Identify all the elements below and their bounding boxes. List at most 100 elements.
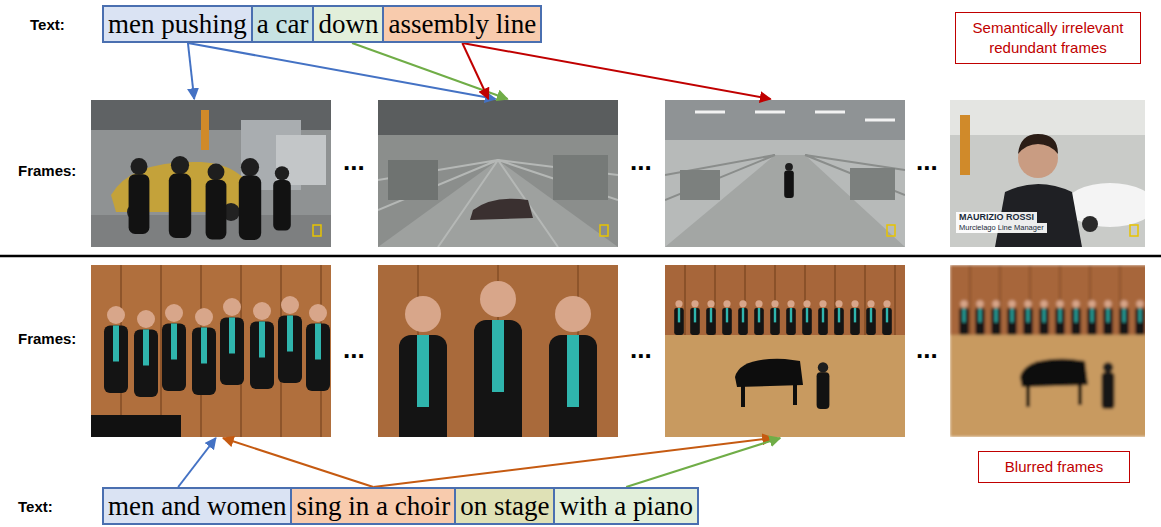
illustration-part (278, 296, 302, 383)
illustration-part (665, 265, 905, 437)
illustration-part (695, 112, 895, 120)
connector-arrow (373, 438, 773, 487)
illustration-part (665, 155, 905, 200)
illustration-part (91, 265, 331, 437)
ellipsis: ... (916, 334, 938, 364)
illustration-part (850, 168, 895, 200)
connector-arrow (178, 438, 216, 487)
ellipsis: ... (343, 146, 365, 176)
connector-arrow (462, 43, 770, 99)
illustration-part (474, 281, 522, 455)
phrase-text: men pushing (108, 8, 247, 40)
frame-image (665, 100, 905, 247)
illustration-part (121, 265, 321, 437)
frame-caption: Murcielago Line Manager (956, 223, 1047, 233)
illustration-part (162, 304, 186, 391)
phrase-text: sing in a choir (296, 490, 450, 522)
video-frame (378, 100, 618, 247)
ellipsis: ... (916, 146, 938, 176)
illustration-part (201, 110, 209, 150)
illustration-part (206, 163, 227, 239)
frame-image (378, 265, 618, 470)
video-frame (91, 265, 331, 437)
ellipsis: ... (343, 334, 365, 364)
illustration-part (960, 115, 970, 175)
illustration-part (192, 308, 216, 395)
illustration-part (470, 199, 533, 220)
illustration-part (220, 298, 244, 385)
callout-box: Semantically irrelevant redundant frames (955, 12, 1141, 64)
illustration-part (273, 166, 291, 230)
frame-image (665, 265, 905, 437)
illustration-part (665, 155, 905, 247)
phrase-box: on stage (454, 487, 555, 525)
illustration-part (313, 225, 321, 236)
illustration-part (680, 170, 720, 200)
illustration-part (104, 306, 128, 393)
phrase-box: men and women (102, 487, 292, 525)
illustration-part (887, 225, 895, 236)
illustration-part (553, 155, 608, 200)
connector-arrow (352, 43, 508, 99)
frame-image (950, 265, 1161, 437)
callout-box: Blurred frames (978, 451, 1130, 483)
illustration-part (388, 160, 438, 200)
illustration-part (549, 296, 597, 470)
phrase-text: on stage (460, 490, 549, 522)
video-frame (378, 265, 618, 437)
connector-arrow (626, 438, 780, 487)
frame-image (950, 100, 1155, 247)
frame-image (91, 265, 331, 437)
ellipsis: ... (630, 146, 652, 176)
illustration-part (665, 100, 905, 140)
frame-image (378, 100, 618, 247)
connector-arrow (188, 43, 194, 99)
illustration-part (784, 163, 794, 198)
phrase-text: with a piano (559, 490, 692, 522)
illustration-part (600, 225, 608, 236)
illustration-part (1065, 183, 1155, 227)
ellipsis: ... (630, 334, 652, 364)
phrase-box: down (312, 5, 384, 43)
phrase-box: with a piano (553, 487, 698, 525)
callout-text: Semantically irrelevant redundant frames (960, 18, 1136, 58)
row-label: Frames: (18, 330, 76, 348)
phrase-box: assembly line (382, 5, 542, 43)
divider-line (0, 255, 1161, 258)
phrase-text: men and women (108, 490, 286, 522)
phrase-text: down (318, 8, 378, 40)
video-frame (665, 265, 905, 437)
illustration-part (306, 304, 330, 391)
illustration-part (950, 265, 1161, 437)
phrase-text: a car (257, 8, 309, 40)
callout-text: Blurred frames (983, 457, 1125, 477)
video-frame: MAURIZIO ROSSIMurcielago Line Manager (950, 100, 1145, 247)
illustration-part (950, 100, 1145, 135)
row-label: Frames: (18, 162, 76, 180)
illustration-part (1082, 216, 1098, 232)
frame-caption: MAURIZIO ROSSI (956, 212, 1037, 223)
illustration-part (1018, 134, 1058, 154)
connector-arrow (462, 43, 488, 99)
illustration-part (378, 100, 618, 135)
row-label: Text: (18, 498, 53, 516)
illustration-part (91, 100, 331, 247)
video-frame (950, 265, 1145, 437)
connector-arrow (223, 438, 373, 487)
illustration-part (1130, 225, 1138, 236)
illustration-part (665, 100, 905, 247)
video-frame (665, 100, 905, 247)
illustration-part (169, 156, 191, 238)
frame-image (91, 100, 331, 247)
phrase-box: a car (251, 5, 315, 43)
illustration-part (239, 158, 261, 240)
illustration-part (250, 302, 274, 389)
illustration-part (134, 310, 158, 397)
connector-arrow (188, 43, 496, 99)
illustration-part (378, 100, 618, 247)
row-label: Text: (30, 16, 65, 34)
illustration-part (129, 158, 150, 234)
illustration-part (91, 415, 181, 437)
video-frame (91, 100, 331, 247)
